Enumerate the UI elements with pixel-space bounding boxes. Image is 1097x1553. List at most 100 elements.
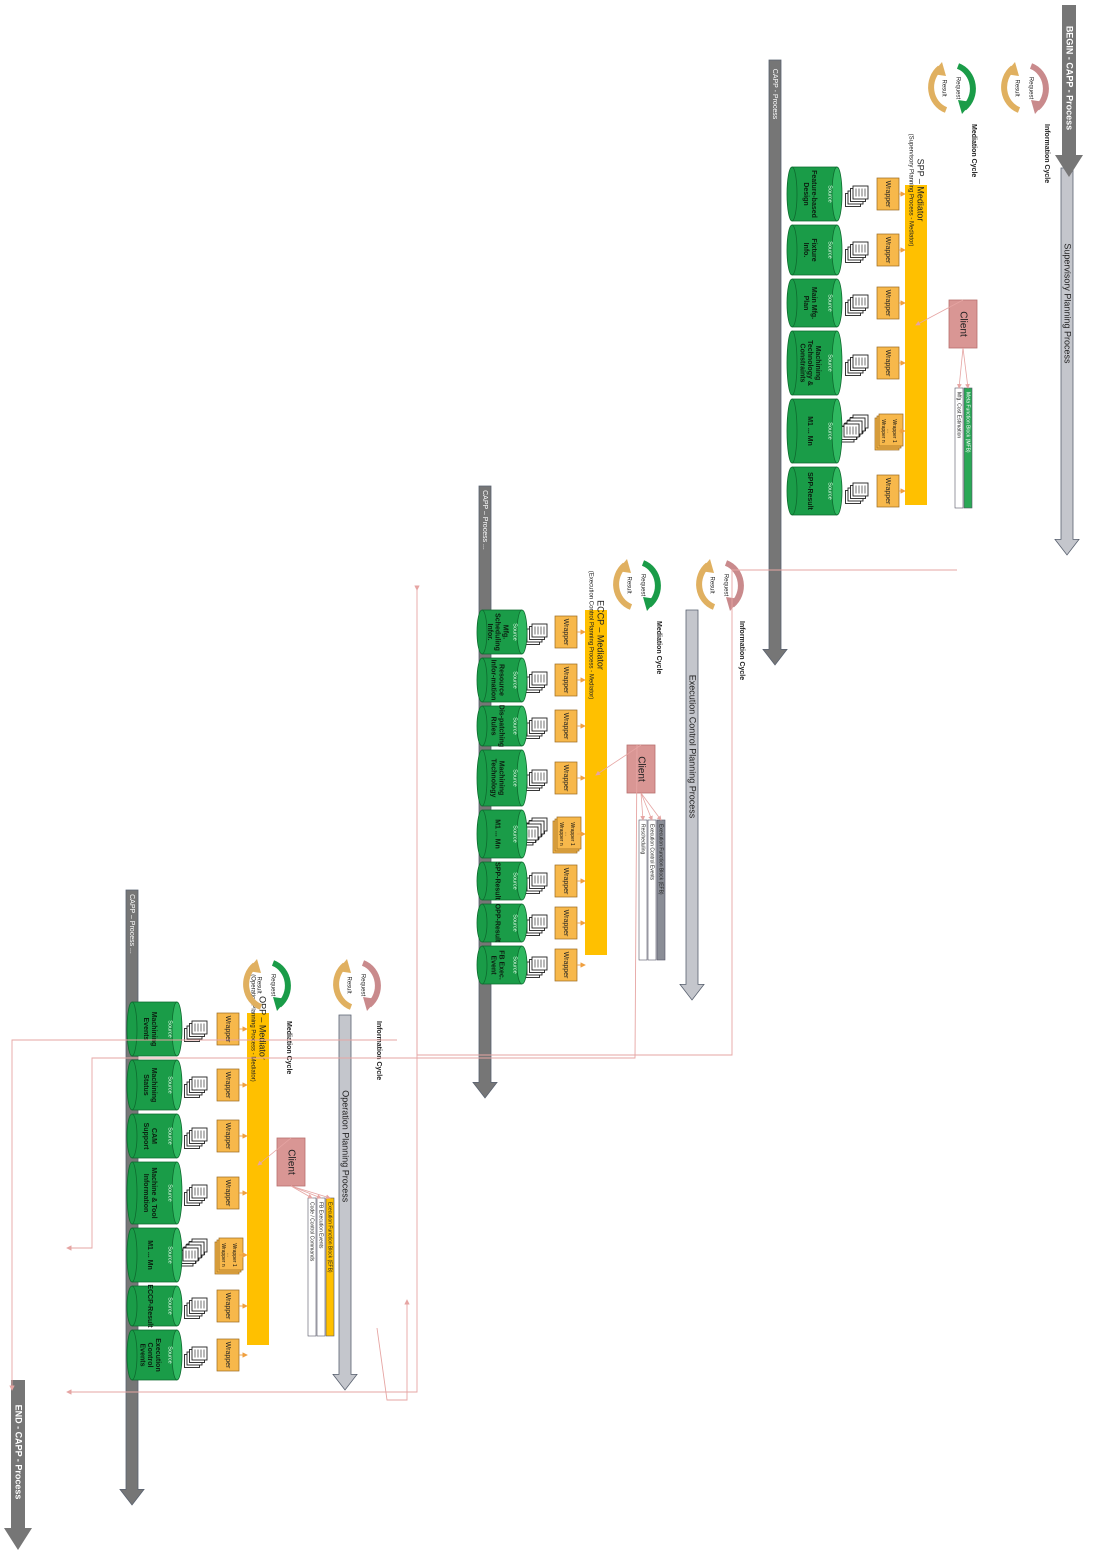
source-name: Mfg.SchedulingInfor. bbox=[486, 613, 508, 651]
source-tag: Source bbox=[827, 294, 833, 311]
mediator-subtitle: (Execution Control Planning Process - Me… bbox=[587, 571, 593, 699]
cycle-title: Information Cycle bbox=[375, 1021, 382, 1080]
wrapper-label: Wrapper bbox=[224, 1123, 231, 1150]
document-stack-icon bbox=[524, 671, 548, 693]
process-bar bbox=[1054, 167, 1080, 556]
wrapper-label: Wrapper bbox=[224, 1180, 231, 1207]
function-block-label: Code / Control Commands bbox=[309, 1202, 315, 1262]
document-stack-icon bbox=[845, 241, 869, 263]
end-arrow: END - CAPP - Process bbox=[4, 1380, 32, 1550]
wrapper-label: Wrapper bbox=[562, 868, 569, 895]
feedback-line bbox=[414, 569, 957, 1056]
client-link bbox=[962, 347, 970, 389]
wrapper-label: Wrapper bbox=[562, 952, 569, 979]
mediator-title: OPP – Mediator bbox=[258, 996, 268, 1060]
process-bar bbox=[332, 1014, 358, 1391]
document-stack-icon bbox=[184, 1020, 208, 1042]
mediator-subtitle: (Supervisory Planning Process - Mediator… bbox=[907, 134, 913, 247]
source-tag: Source bbox=[512, 872, 518, 889]
source-tag: Source bbox=[827, 241, 833, 258]
source-name: M1 ... Mn bbox=[806, 416, 813, 446]
source-tag: Source bbox=[167, 1020, 173, 1037]
wrapper-label: Wrapper 1...Wrapper n bbox=[220, 1243, 237, 1266]
source-name: SPP-Result bbox=[806, 472, 813, 510]
mediator-bar bbox=[247, 1013, 269, 1345]
source-tag: Source bbox=[512, 914, 518, 931]
source-name: Feature-basedDesign bbox=[802, 170, 817, 218]
cycle-result-label: Result bbox=[255, 976, 261, 993]
function-block-label: FB Execution Events bbox=[318, 1202, 324, 1249]
source-name: ResourceInfor-mation bbox=[490, 660, 505, 701]
document-stack-icon bbox=[524, 769, 548, 791]
cycle-request-label: Request bbox=[722, 574, 728, 597]
client-link bbox=[290, 1185, 331, 1200]
source-tag: Source bbox=[827, 482, 833, 499]
source-tag: Source bbox=[512, 769, 518, 786]
source-tag: Source bbox=[167, 1184, 173, 1201]
source-tag: Source bbox=[167, 1297, 173, 1314]
document-stack-icon bbox=[184, 1127, 208, 1149]
cycle-result-label: Result bbox=[1013, 79, 1019, 96]
mediator-title: ECCP – Mediator bbox=[596, 600, 606, 670]
source-tag: Source bbox=[827, 354, 833, 371]
source-name: Main Mfg.Plan bbox=[802, 287, 817, 319]
wrapper-label: Wrapper bbox=[562, 713, 569, 740]
document-stack-icon bbox=[184, 1346, 208, 1368]
feedback-line bbox=[9, 1039, 397, 1391]
mediator-subtitle: (Operation Planning Process - Mediator) bbox=[249, 974, 255, 1081]
document-stack-icon bbox=[845, 294, 869, 316]
wrapper-label: Wrapper bbox=[224, 1072, 231, 1099]
process-label: Supervisory Planning Process bbox=[1063, 243, 1073, 364]
function-block-label: Execution Function Block (EFB) bbox=[327, 1202, 333, 1273]
source-tag: Source bbox=[512, 671, 518, 688]
capp-spine-arrow bbox=[762, 59, 788, 666]
client-mediator-link bbox=[257, 1137, 292, 1166]
document-stack-icon bbox=[524, 623, 548, 645]
document-stack-icon bbox=[845, 482, 869, 504]
wrapper-label: Wrapper bbox=[562, 765, 569, 792]
document-stack-icon bbox=[845, 185, 869, 207]
wrapper-label: Wrapper bbox=[884, 350, 891, 377]
client-link bbox=[290, 1185, 313, 1199]
wrapper-label: Wrapper bbox=[562, 619, 569, 646]
source-name: M1 ... Mn bbox=[146, 1240, 153, 1270]
source-tag: Source bbox=[827, 422, 833, 439]
source-name: Dis-patchingRules bbox=[490, 705, 505, 747]
source-name: ECCP-Result bbox=[146, 1284, 153, 1328]
source-cylinder: Source SPP-Result bbox=[786, 466, 843, 516]
client-link bbox=[640, 792, 662, 821]
source-name: ExecutionControlEvents bbox=[138, 1338, 160, 1371]
function-block-label: Mfg. Cost Estimation bbox=[956, 392, 962, 438]
end-label: END - CAPP - Process bbox=[14, 1405, 24, 1500]
cycle-title: Information Cycle bbox=[738, 621, 745, 680]
wrapper-label: Wrapper bbox=[884, 290, 891, 317]
cycle-title: Mediation Cycle bbox=[285, 1021, 292, 1074]
wrapper-label: Wrapper 1...Wrapper n bbox=[558, 822, 575, 845]
cycle-title: Mediation Cycle bbox=[655, 621, 662, 674]
document-stack-icon bbox=[184, 1184, 208, 1206]
source-name: CAMSupport bbox=[142, 1123, 157, 1150]
source-name: FB Exec.Event bbox=[490, 950, 505, 980]
source-cylinder: Source M1 ... Mn bbox=[786, 398, 843, 464]
source-name: SPP-Result bbox=[494, 862, 501, 900]
cycle-result-label: Result bbox=[625, 576, 631, 593]
cycle-title: Mediation Cycle bbox=[970, 124, 977, 177]
source-tag: Source bbox=[512, 825, 518, 842]
